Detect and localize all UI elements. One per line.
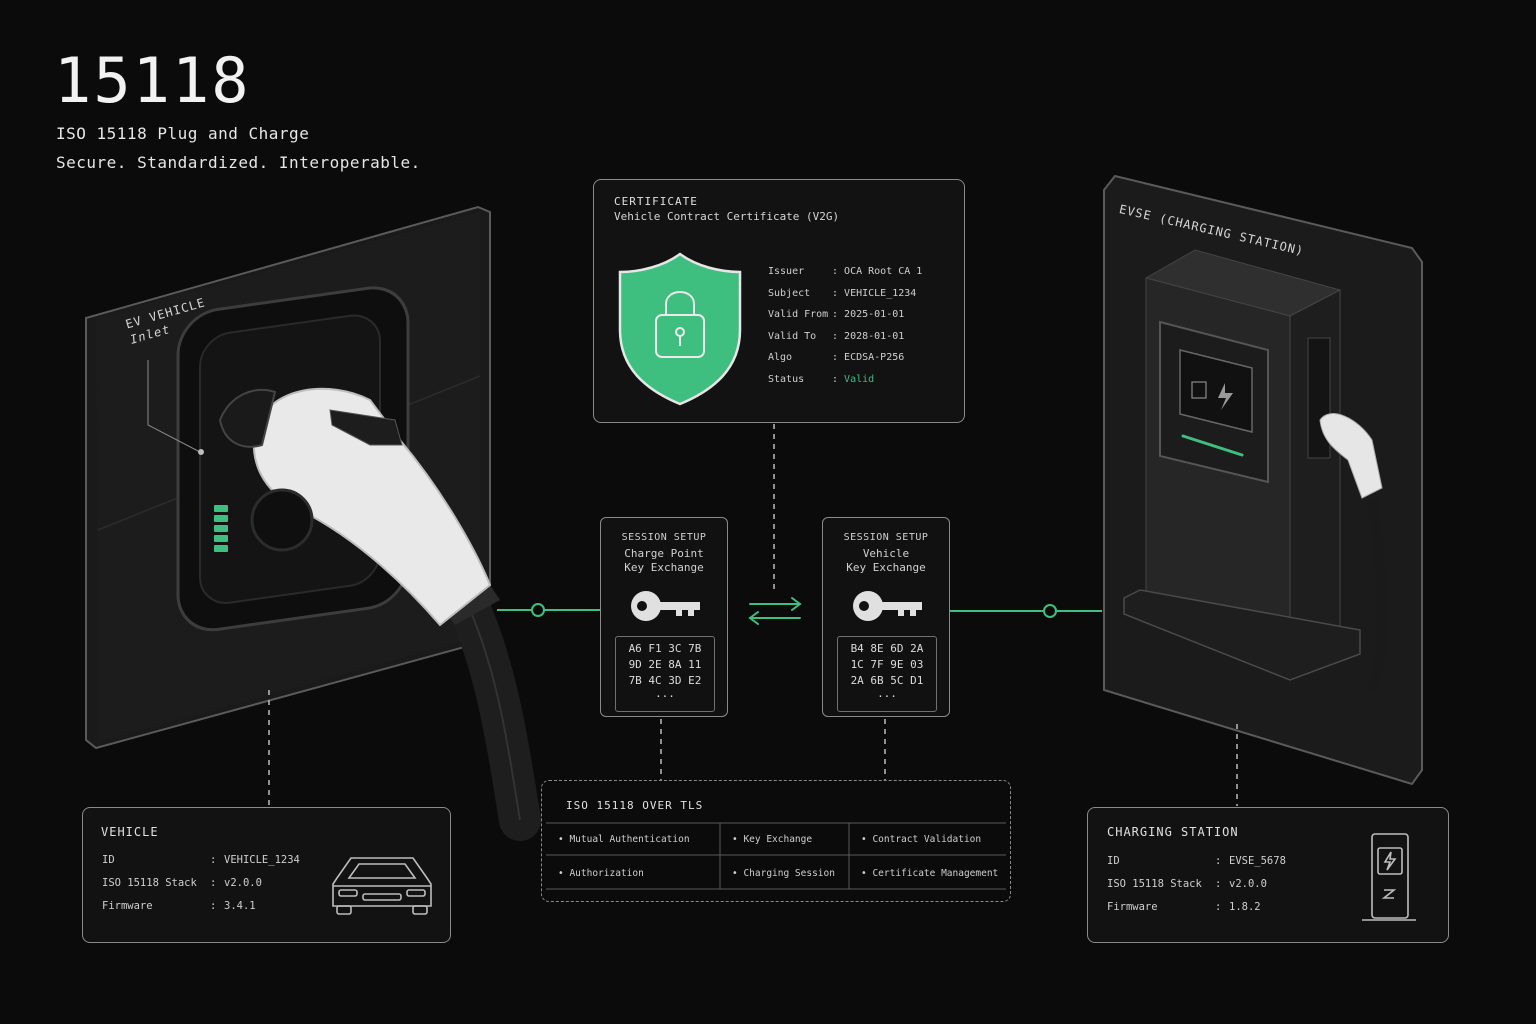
session-key-hex: B4 8E 6D 2A 1C 7F 9E 03 2A 6B 5C D1 ... — [837, 636, 937, 712]
tls-feature-box: ISO 15118 OVER TLS • Mutual Authenticati… — [541, 780, 1011, 902]
cert-field-valid-to: Valid To: 2028-01-01 — [768, 330, 905, 342]
station-row-id: ID:EVSE_5678 — [1107, 855, 1286, 867]
cert-value: VEHICLE_1234 — [844, 287, 917, 299]
page-subtitle: ISO 15118 Plug and Charge — [56, 124, 310, 143]
cert-field-issuer: Issuer: OCA Root CA 1 — [768, 266, 923, 277]
info-key: Firmware — [1107, 901, 1158, 913]
tls-item: • Authorization — [558, 868, 644, 879]
connection-lines — [268, 424, 1238, 806]
tls-item: • Mutual Authentication — [558, 834, 690, 845]
shield-lock-icon — [618, 252, 742, 406]
tls-item: • Charging Session — [732, 868, 835, 879]
session-heading: SESSION SETUP — [843, 532, 929, 543]
hex-row: B4 8E 6D 2A — [850, 642, 924, 655]
session-heading: SESSION SETUP — [621, 532, 707, 543]
info-value: EVSE_5678 — [1229, 855, 1286, 867]
page-tagline: Secure. Standardized. Interoperable. — [56, 153, 421, 172]
info-key: ID — [1107, 855, 1120, 867]
certificate-title: Vehicle Contract Certificate (V2G) — [614, 210, 840, 223]
cert-field-status: Status: Valid — [768, 373, 875, 385]
car-icon — [332, 857, 432, 915]
cert-key: Subject — [768, 287, 811, 299]
cert-key: Algo — [768, 352, 793, 363]
certificate-card: CERTIFICATE Vehicle Contract Certificate… — [593, 179, 965, 423]
session-setup-charge-point: SESSION SETUP Charge Point Key Exchange … — [600, 517, 728, 717]
evse-panel — [1103, 174, 1423, 786]
session-line2: Key Exchange — [846, 561, 926, 574]
session-line1: Charge Point — [624, 547, 704, 560]
vehicle-info-rows: ID:VEHICLE_1234 ISO 15118 Stack:v2.0.0 F… — [102, 854, 300, 923]
ev-plug-cable — [218, 387, 541, 841]
info-key: ISO 15118 Stack — [1107, 878, 1202, 890]
cert-key: Valid To — [768, 330, 817, 342]
cert-value: 2028-01-01 — [844, 330, 905, 342]
info-value: v2.0.0 — [1229, 878, 1267, 890]
session-key-hex: A6 F1 3C 7B 9D 2E 8A 11 7B 4C 3D E2 ... — [615, 636, 715, 712]
info-value: v2.0.0 — [224, 877, 262, 889]
info-value: 1.8.2 — [1229, 901, 1261, 913]
cert-value: 2025-01-01 — [844, 309, 905, 320]
info-key: ISO 15118 Stack — [102, 877, 197, 889]
vehicle-row-firmware: Firmware:3.4.1 — [102, 900, 256, 912]
hex-row: 7B 4C 3D E2 — [628, 674, 702, 687]
hex-row: ... — [877, 687, 897, 700]
cert-key: Valid From — [768, 309, 829, 320]
session-line1: Vehicle — [862, 547, 910, 560]
hex-row: 1C 7F 9E 03 — [850, 658, 924, 671]
cert-status-valid: Valid — [844, 373, 875, 385]
tls-item: • Key Exchange — [732, 834, 813, 845]
station-info-card: CHARGING STATION ID:EVSE_5678 ISO 15118 … — [1087, 807, 1449, 943]
vehicle-heading: VEHICLE — [101, 825, 159, 839]
cert-field-algo: Algo: ECDSA-P256 — [768, 352, 905, 363]
cert-key: Issuer — [768, 266, 805, 277]
hex-row: 2A 6B 5C D1 — [850, 674, 924, 687]
info-key: ID — [102, 854, 115, 866]
tls-item: • Contract Validation — [861, 834, 982, 845]
info-key: Firmware — [102, 900, 153, 912]
station-row-firmware: Firmware:1.8.2 — [1107, 901, 1261, 913]
charger-icon — [1362, 833, 1416, 921]
hex-row: A6 F1 3C 7B — [628, 642, 702, 655]
certificate-fields: Issuer: OCA Root CA 1 Subject: VEHICLE_1… — [768, 266, 922, 395]
key-icon — [853, 591, 922, 621]
info-value: VEHICLE_1234 — [224, 854, 300, 866]
station-info-rows: ID:EVSE_5678 ISO 15118 Stack:v2.0.0 Firm… — [1107, 855, 1286, 924]
hex-row: ... — [655, 687, 675, 700]
vehicle-row-id: ID:VEHICLE_1234 — [102, 854, 300, 866]
cert-key: Status — [768, 373, 805, 385]
page-title: 15118 — [54, 44, 251, 117]
cert-field-subject: Subject: VEHICLE_1234 — [768, 287, 917, 299]
session-line2: Key Exchange — [624, 561, 704, 574]
tls-grid — [546, 822, 1006, 890]
exchange-arrows-icon — [748, 597, 802, 625]
cert-value: ECDSA-P256 — [844, 352, 905, 363]
cert-value: OCA Root CA 1 — [844, 266, 923, 277]
tls-heading: ISO 15118 OVER TLS — [566, 799, 704, 812]
tls-item: • Certificate Management — [861, 868, 999, 879]
hex-row: 9D 2E 8A 11 — [628, 658, 702, 671]
station-heading: CHARGING STATION — [1107, 825, 1239, 839]
info-value: 3.4.1 — [224, 900, 256, 912]
cert-field-valid-from: Valid From: 2025-01-01 — [768, 309, 905, 320]
key-icon — [631, 591, 700, 621]
vehicle-row-stack: ISO 15118 Stack:v2.0.0 — [102, 877, 262, 889]
station-row-stack: ISO 15118 Stack:v2.0.0 — [1107, 878, 1267, 890]
session-setup-vehicle: SESSION SETUP Vehicle Key Exchange B4 8E… — [822, 517, 950, 717]
vehicle-info-card: VEHICLE ID:VEHICLE_1234 ISO 15118 Stack:… — [82, 807, 451, 943]
certificate-heading: CERTIFICATE — [614, 195, 698, 208]
